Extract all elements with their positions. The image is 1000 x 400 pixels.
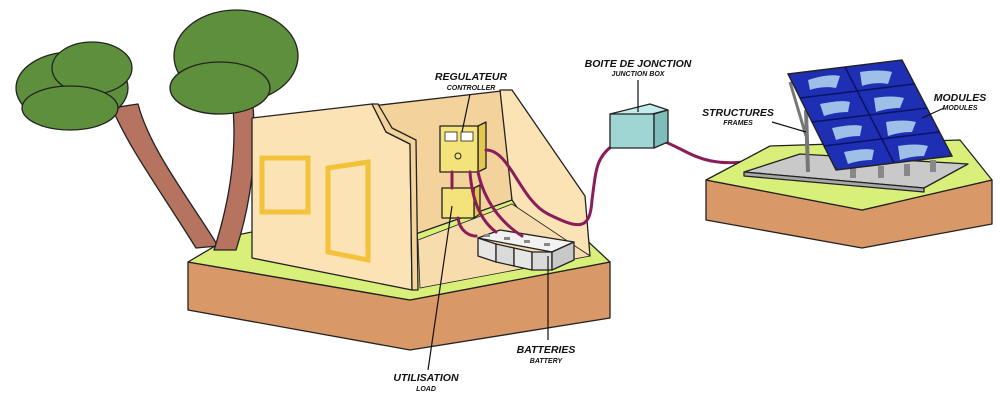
callout-utilisation (427, 205, 453, 371)
battery-side (551, 241, 575, 271)
tree-left-trunk (111, 103, 219, 249)
tree-left (15, 41, 219, 249)
house-window (259, 155, 311, 215)
label-regulateur-sub: CONTROLLER (447, 85, 496, 92)
callout-modules (921, 107, 945, 119)
tree-right-trunk (213, 95, 255, 251)
label-modules: MODULES (934, 92, 987, 104)
load-box-front (441, 187, 475, 219)
controller-knob (454, 152, 462, 160)
glint-5 (832, 125, 862, 140)
panel-base-slab-edge (743, 171, 925, 193)
frame-post-2 (878, 166, 884, 178)
glint-1 (808, 75, 840, 90)
glint-3 (820, 101, 850, 116)
label-batteries: BATTERIES (517, 344, 576, 356)
junction-box-front (609, 113, 655, 149)
label-structures: STRUCTURES (702, 107, 774, 119)
cable-load-to-floor (456, 216, 478, 238)
house-door (325, 159, 371, 264)
tree-right-leaves-low (169, 61, 271, 115)
frame-leg-front (804, 109, 810, 173)
label-utilisation: UTILISATION (393, 372, 459, 384)
controller-display-left (444, 131, 458, 142)
cable-controller-to-battery (468, 170, 498, 234)
glint-2 (860, 70, 892, 86)
label-boite-sub: JUNCTION BOX (612, 71, 666, 78)
frame-post-3 (904, 164, 910, 176)
battery-bank (477, 229, 575, 271)
cable-controller-to-junction (484, 144, 614, 227)
controller (439, 121, 487, 173)
callout-regulateur (461, 93, 471, 133)
tree-right (169, 9, 299, 251)
controller-side (477, 121, 487, 173)
frame-post-1 (850, 166, 856, 178)
callout-lines (427, 80, 945, 371)
callout-structures (771, 121, 807, 133)
battery-terminal-2 (504, 237, 510, 240)
house-wall-edge (371, 103, 419, 291)
junction-box (609, 103, 669, 149)
battery-4 (531, 251, 553, 271)
glint-7 (844, 149, 874, 164)
battery-terminal-4 (544, 243, 550, 246)
controller-display-right (460, 131, 474, 142)
label-boite: BOITE DE JONCTION (585, 58, 692, 70)
frame-post-4 (930, 160, 936, 172)
solar-array (786, 59, 954, 178)
glint-8 (898, 144, 928, 160)
solar-highlights (808, 70, 928, 164)
label-batteries-sub: BATTERY (530, 358, 564, 365)
cell-divider-h2 (811, 107, 928, 123)
cable-controller-to-battery-2 (476, 170, 524, 238)
label-regulateur: REGULATEUR (435, 71, 508, 83)
cell-divider-h1 (799, 83, 915, 99)
frame-leg-brace (788, 81, 808, 137)
battery-2 (495, 243, 515, 267)
glint-4 (874, 96, 904, 112)
glint-6 (886, 120, 916, 136)
label-structures-sub: FRAMES (723, 120, 753, 127)
battery-3 (513, 247, 533, 271)
label-utilisation-sub: LOAD (416, 386, 436, 393)
solar-cells (799, 66, 940, 164)
junction-box-side (653, 109, 669, 149)
battery-terminal-1 (484, 234, 490, 237)
cell-divider-h3 (823, 131, 940, 147)
battery-terminal-3 (524, 240, 530, 243)
tree-left-leaves-low (21, 85, 119, 131)
label-modules-sub: MODULES (943, 105, 978, 112)
